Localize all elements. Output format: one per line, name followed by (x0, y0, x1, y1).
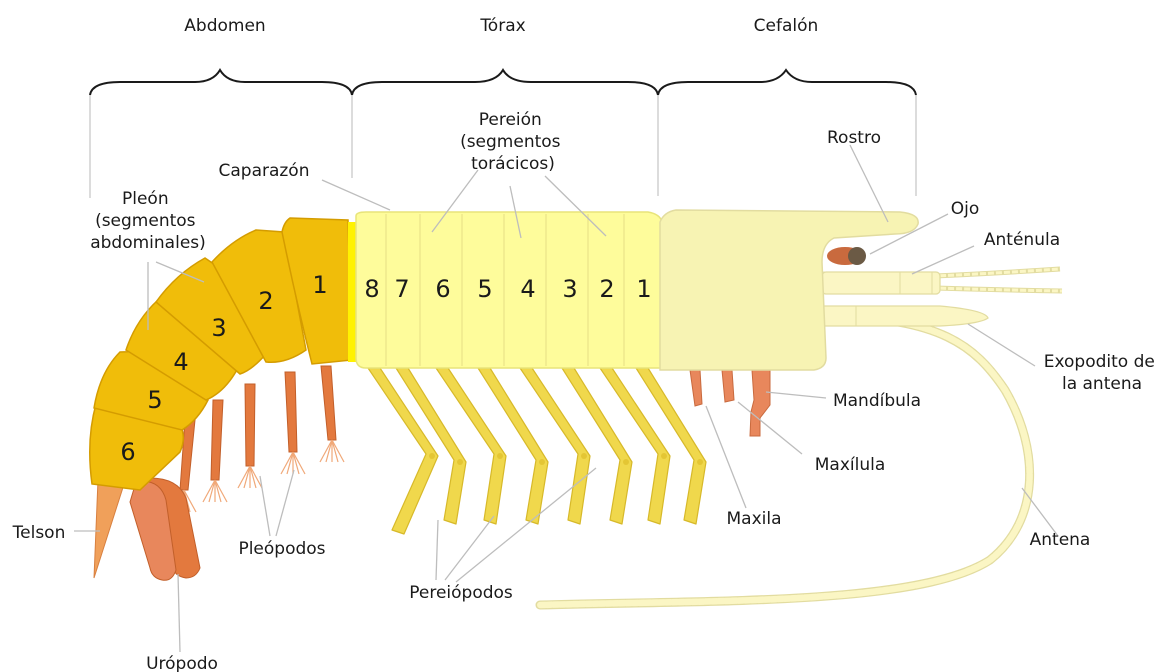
pleopod-seta (250, 466, 256, 488)
region-cefalon-title: Cefalón (754, 16, 819, 36)
abdominal-number: 1 (312, 271, 327, 299)
pleopod-seta (320, 440, 332, 462)
pleopod (281, 372, 305, 474)
pereiopod-joint (539, 459, 545, 465)
label-maxila: Maxila (726, 509, 781, 529)
thoracic-number: 3 (562, 275, 577, 303)
label-antenula: Anténula (984, 230, 1060, 250)
region-abdomen-title: Abdomen (184, 16, 265, 36)
telson-and-uropods (94, 478, 200, 580)
label-pleon-line1: Pleón (122, 189, 169, 209)
label-pereion-line2: (segmentos (460, 132, 561, 152)
abdominal-number: 4 (173, 348, 188, 376)
label-maxilula: Maxílula (815, 455, 886, 475)
label-pereiopodos: Pereiópodos (409, 583, 513, 603)
brace-abdomen (90, 70, 352, 95)
pereiopod-joint (429, 453, 435, 459)
label-pleon-line2: (segmentos (95, 211, 196, 231)
pleopod-seta (326, 440, 332, 462)
pleopod-seta (244, 466, 250, 488)
label-pereion-line3: torácicos) (471, 154, 555, 174)
label-mandibula: Mandíbula (833, 391, 921, 411)
pereiopod-joint (457, 459, 463, 465)
pereiopods-group (368, 368, 706, 534)
pleopod-seta (203, 480, 215, 502)
maxillule-appendage (722, 370, 734, 402)
label-uropodo: Urópodo (146, 654, 218, 672)
label-caparazon: Caparazón (218, 161, 309, 181)
pleopod-seta (238, 466, 250, 488)
brace-torax (352, 70, 658, 95)
label-exopodito: Exopodito de la antena (1044, 352, 1161, 394)
label-rostro: Rostro (827, 128, 881, 148)
thoracic-number: 4 (520, 275, 535, 303)
eye (848, 247, 866, 265)
pleopod-shaft (285, 372, 297, 452)
pleopod-shaft (245, 384, 255, 466)
label-ojo: Ojo (951, 199, 980, 219)
pleopod-seta (281, 452, 293, 474)
label-pleopodos: Pleópodos (238, 539, 325, 559)
thoracic-number: 8 (364, 275, 379, 303)
thoracic-number: 6 (435, 275, 450, 303)
pereiopod (368, 368, 438, 534)
pereiopod-joint (497, 453, 503, 459)
thoracic-number: 7 (394, 275, 409, 303)
label-pereion: Pereión (segmentos torácicos) (460, 110, 566, 174)
pereiopod-shape (368, 368, 438, 534)
pleopod-shaft (211, 400, 223, 480)
antennule (820, 269, 1062, 294)
pleopod-shaft (321, 366, 336, 440)
region-torax-title: Tórax (479, 16, 525, 36)
maxilla-appendage (690, 370, 702, 406)
label-exopodito-line2: la antena (1062, 374, 1142, 394)
pereiopod-joint (581, 453, 587, 459)
antennal-exopodite (822, 306, 988, 326)
label-pleon-line3: abdominales) (90, 233, 206, 253)
telson (94, 478, 126, 578)
pleopod (238, 384, 262, 488)
brace-cefalon (658, 70, 916, 95)
pereiopod-joint (661, 453, 667, 459)
label-pleon: Pleón (segmentos abdominales) (90, 189, 206, 253)
pleopod-seta (332, 440, 338, 462)
pleopod (203, 400, 227, 502)
mouthparts (690, 370, 770, 436)
pleopod-seta (332, 440, 344, 462)
pleopod-seta (287, 452, 293, 474)
label-telson: Telson (12, 523, 66, 543)
pleopod-seta (215, 480, 221, 502)
pleopod-seta (209, 480, 215, 502)
pereiopod-joint (697, 459, 703, 465)
label-pereion-line1: Pereión (479, 110, 542, 130)
pleopod (320, 366, 344, 462)
pleopod-seta (215, 480, 227, 502)
thoracic-number: 2 (599, 275, 614, 303)
thoracic-number: 5 (477, 275, 492, 303)
abdominal-number: 2 (258, 287, 273, 315)
abdominal-number: 6 (120, 438, 135, 466)
pereiopod-joint (623, 459, 629, 465)
label-antena: Antena (1030, 530, 1091, 550)
abdominal-number: 3 (211, 314, 226, 342)
thoracic-number: 1 (636, 275, 651, 303)
abdominal-number: 5 (147, 386, 162, 414)
pleopod-seta (293, 452, 305, 474)
label-exopodito-line1: Exopodito de (1044, 352, 1155, 372)
